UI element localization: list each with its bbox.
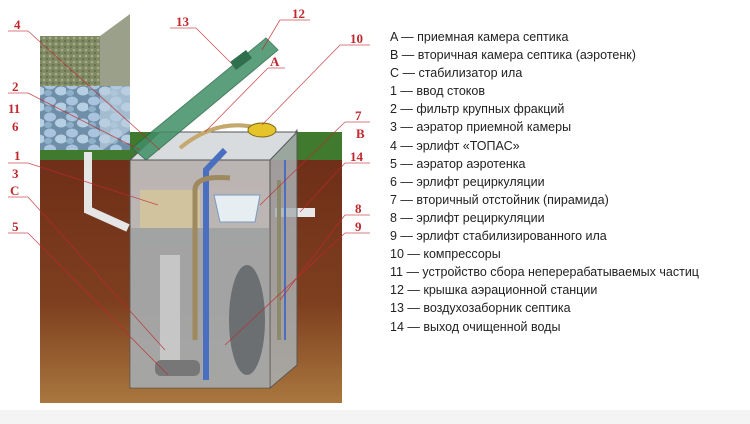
- legend-item: 11 — устройство сбора неперерабатываемых…: [390, 265, 699, 280]
- callout-10: 10: [350, 31, 363, 46]
- legend: A — приемная камера септика B — вторична…: [390, 28, 699, 336]
- callout-11: 11: [8, 101, 20, 116]
- inlet-pipe: [84, 152, 130, 232]
- callout-6: 6: [12, 119, 19, 134]
- callout-4: 4: [14, 17, 21, 32]
- callout-A: A: [270, 54, 280, 69]
- legend-item: A — приемная камера септика: [390, 30, 569, 44]
- legend-item: B — вторичная камера септика (аэротенк): [390, 48, 636, 63]
- legend-item: 2 — фильтр крупных фракций: [390, 102, 565, 117]
- callout-14: 14: [350, 149, 364, 164]
- legend-item: 5 — аэратор аэротенка: [390, 156, 526, 171]
- legend-item: 12 — крышка аэрационной станции: [390, 283, 598, 298]
- aeration-station-lid: [131, 37, 279, 161]
- callout-2: 2: [12, 79, 19, 94]
- legend-item: 9 — эрлифт стабилизированного ила: [390, 229, 607, 244]
- callout-1: 1: [14, 148, 21, 163]
- legend-item: 10 — компрессоры: [390, 247, 501, 262]
- compressors: [247, 122, 277, 138]
- legend-item: 13 — воздухозаборник септика: [390, 301, 571, 316]
- legend-item: 8 — эрлифт рециркуляции: [390, 210, 545, 225]
- callout-9: 9: [355, 219, 362, 234]
- legend-item: 6 — эрлифт рециркуляции: [390, 174, 545, 189]
- callout-5: 5: [12, 219, 19, 234]
- callout-12: 12: [292, 6, 305, 21]
- callout-3: 3: [12, 166, 19, 181]
- legend-item: 14 — выход очищенной воды: [390, 319, 561, 334]
- callout-B: B: [356, 126, 365, 141]
- legend-item: 1 — ввод стоков: [390, 84, 485, 99]
- callout-C: C: [10, 183, 19, 198]
- legend-item: 3 — аэратор приемной камеры: [390, 120, 572, 135]
- legend-item: 7 — вторичный отстойник (пирамида): [390, 192, 609, 207]
- septic-tank-illustration: 4 13 12 10 A 2 11 6 7 B 1 14 3 C 8 5 9: [8, 6, 370, 403]
- legend-item: C — стабилизатор ила: [390, 66, 523, 81]
- bottom-strip: [0, 410, 750, 424]
- callout-8: 8: [355, 201, 362, 216]
- legend-item: 4 — эрлифт «ТОПАС»: [390, 138, 520, 153]
- callout-13: 13: [176, 14, 190, 29]
- callout-7: 7: [355, 108, 362, 123]
